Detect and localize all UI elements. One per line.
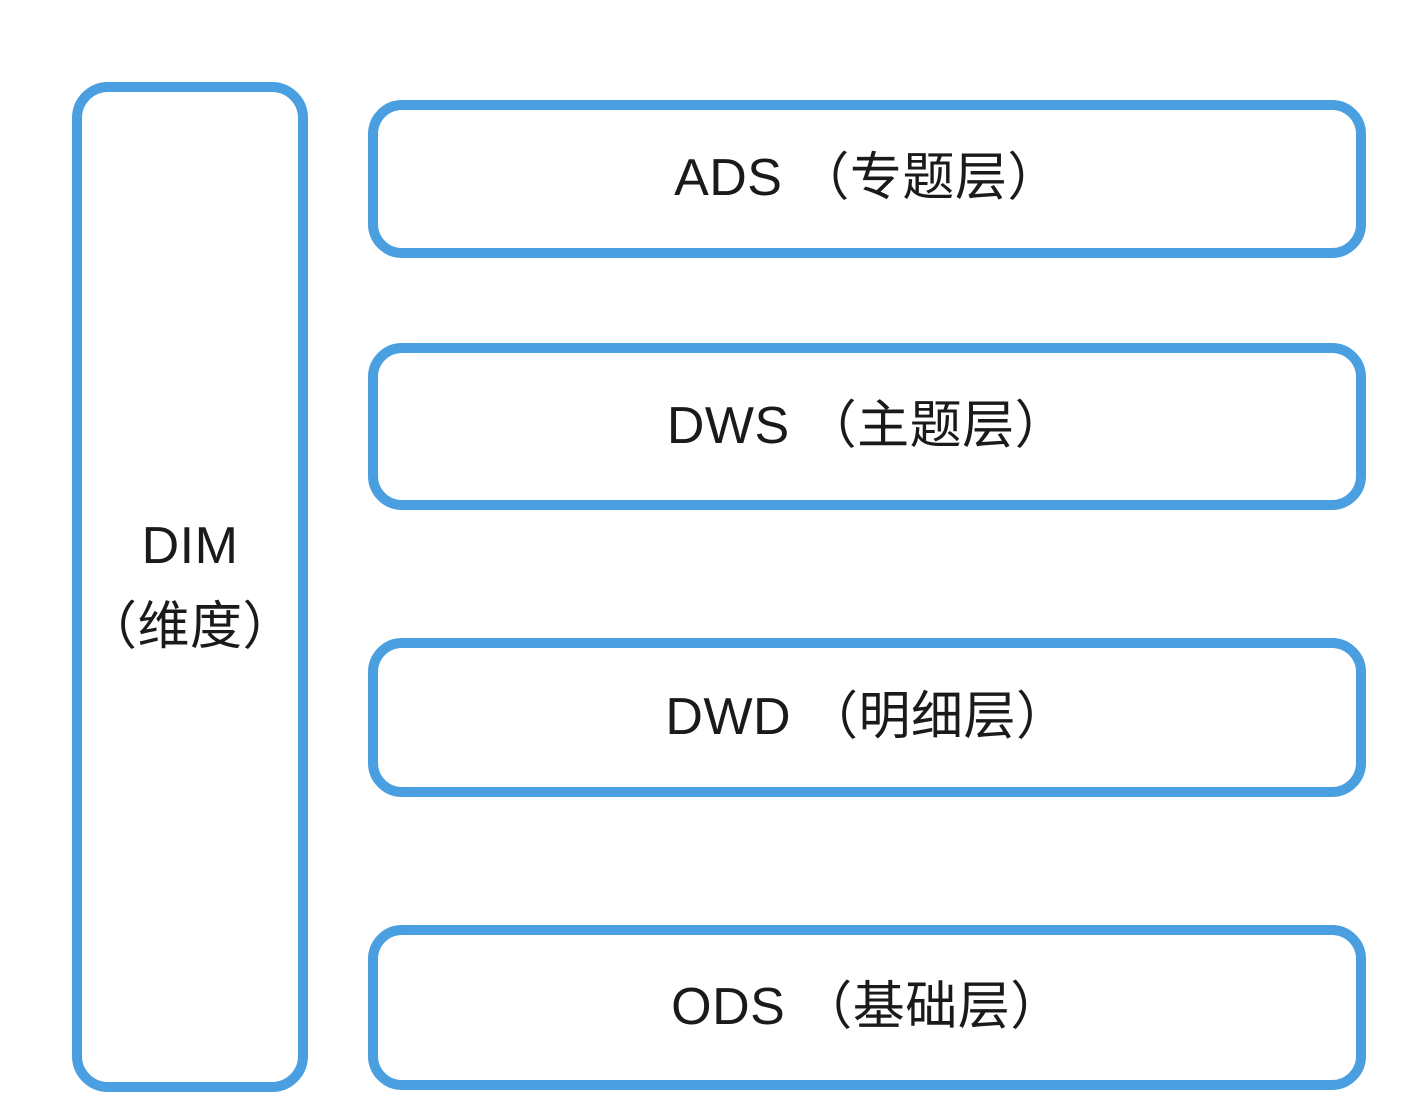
layer-box-dws[interactable]: DWS （主题层） bbox=[368, 343, 1366, 510]
layer-label-ods: ODS （基础层） bbox=[671, 977, 1063, 1036]
layer-label-dws: DWS （主题层） bbox=[666, 396, 1068, 455]
layer-label-ads: ADS （专题层） bbox=[674, 149, 1060, 208]
layer-label-dwd: DWD （明细层） bbox=[665, 687, 1069, 746]
dim-dimension-box[interactable]: DIM （维度） bbox=[72, 82, 308, 1092]
layer-box-ods[interactable]: ODS （基础层） bbox=[368, 925, 1366, 1090]
dim-dimension-label: DIM （维度） bbox=[84, 517, 295, 656]
layer-box-dwd[interactable]: DWD （明细层） bbox=[368, 638, 1366, 797]
layer-box-ads[interactable]: ADS （专题层） bbox=[368, 100, 1366, 258]
